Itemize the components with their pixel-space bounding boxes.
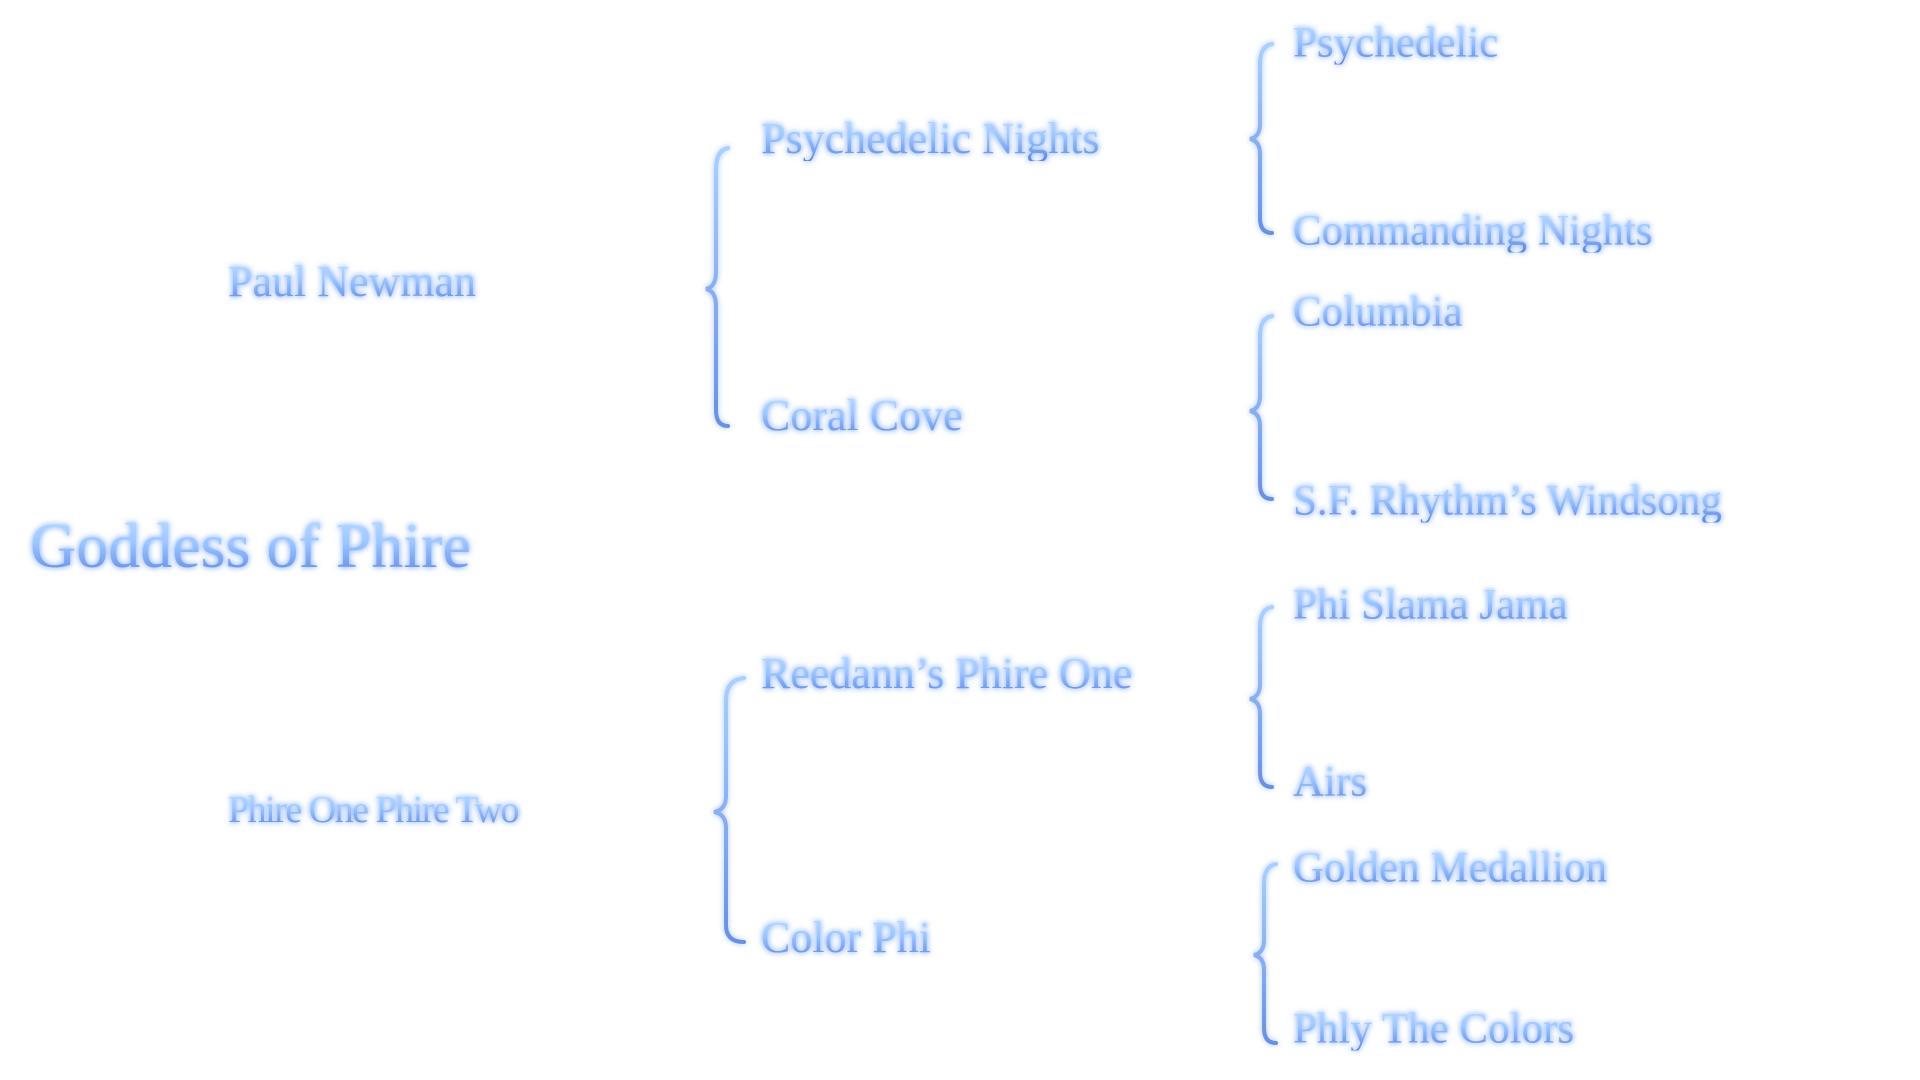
great-grandparent-name: Commanding Nights	[1293, 207, 1653, 255]
dam-name: Phire One Phire Two	[228, 789, 520, 831]
sire-name: Paul Newman	[228, 257, 477, 306]
sire-sire-name: Psychedelic Nights	[761, 114, 1100, 163]
great-grandparent-name: Phly The Colors	[1293, 1005, 1575, 1053]
brace-reedanns-phire-one	[1249, 605, 1274, 789]
subject-name: Goddess of Phire	[30, 510, 471, 581]
brace-color-phi	[1253, 862, 1278, 1045]
brace-psychedelic-nights	[1249, 42, 1274, 235]
dam-dam-name: Color Phi	[761, 913, 931, 962]
sire-dam-name: Coral Cove	[761, 391, 963, 440]
great-grandparent-name: Psychedelic	[1293, 19, 1499, 67]
great-grandparent-name: Phi Slama Jama	[1293, 581, 1568, 629]
great-grandparent-name: Columbia	[1293, 288, 1463, 336]
dam-sire-name: Reedann’s Phire One	[761, 649, 1133, 698]
brace-coral-cove	[1249, 314, 1274, 501]
brace-paul-newman	[705, 146, 730, 428]
great-grandparent-name: S.F. Rhythm’s Windsong	[1293, 477, 1722, 525]
great-grandparent-name: Golden Medallion	[1293, 844, 1608, 892]
brace-phire-one-phire-two	[713, 676, 746, 944]
great-grandparent-name: Airs	[1293, 758, 1368, 806]
